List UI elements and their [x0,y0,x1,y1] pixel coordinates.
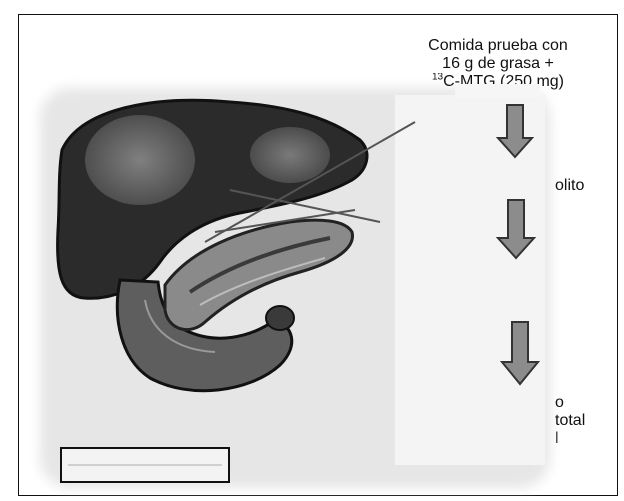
legend-line [68,464,222,466]
gallbladder-shape [266,306,294,330]
panel-light-area [395,95,545,465]
stage-label-lower-1: o [555,394,564,412]
stage-label-middle: olito [555,177,584,195]
stage-label-lower-3: l [555,430,559,448]
stage-label-lower-2: total [555,412,585,430]
legend-box [60,447,230,483]
overlap-cover [455,84,540,98]
meal-label-line-2: 16 g de grasa + [398,55,598,73]
meal-label-line-1: Comida prueba con [398,37,598,55]
